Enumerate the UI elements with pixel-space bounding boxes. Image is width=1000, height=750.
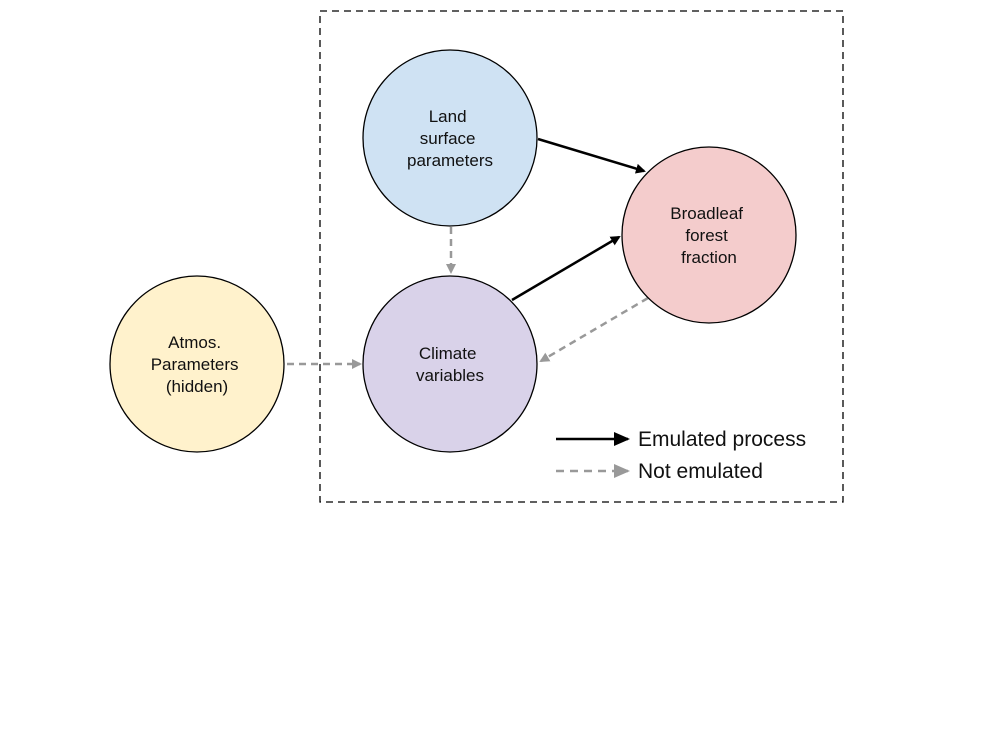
svg-text:Climate variables: Climate variables: [416, 344, 484, 385]
model-boundary-box: [319, 10, 844, 503]
svg-text:Land surface param: Land surface parameters: [407, 107, 493, 170]
legend-not-emulated-label: Not emulated: [638, 460, 763, 483]
node-circle: [362, 275, 538, 453]
node-label-line: Land: [429, 107, 467, 126]
node-atmos-parameters-hidden: Atmos. Parameters (hidden): [109, 275, 285, 453]
edge-broadleaf-to-climate: [539, 296, 649, 363]
node-label-line: Broadleaf: [670, 204, 743, 223]
node-label-line: Parameters: [151, 355, 239, 374]
node-label-line: (hidden): [166, 377, 228, 396]
edges-layer: [287, 137, 649, 369]
node-circle: [109, 275, 285, 453]
svg-text:Atmos. Parameters: Atmos. Parameters (hidden): [151, 333, 244, 396]
node-label-line: parameters: [407, 151, 493, 170]
edge-land-to-broadleaf: [537, 137, 646, 174]
svg-text:Broadleaf forest f: Broadleaf forest fraction: [670, 204, 748, 267]
node-climate-variables: Climate variables: [362, 275, 538, 453]
node-broadleaf-forest-fraction: Broadleaf forest fraction: [621, 146, 797, 324]
node-land-surface-parameters: Land surface parameters: [362, 49, 538, 227]
legend: Emulated process Not emulated: [556, 428, 806, 483]
node-circle: [362, 49, 538, 227]
node-label-line: surface: [420, 129, 476, 148]
node-label-line: fraction: [681, 248, 737, 267]
node-label-line: Climate: [419, 344, 477, 363]
node-circle: [621, 146, 797, 324]
node-label-line: Atmos.: [168, 333, 221, 352]
node-label-line: variables: [416, 366, 484, 385]
node-label-line: forest: [685, 226, 728, 245]
legend-emulated-label: Emulated process: [638, 428, 806, 451]
edge-climate-to-broadleaf: [511, 235, 621, 302]
